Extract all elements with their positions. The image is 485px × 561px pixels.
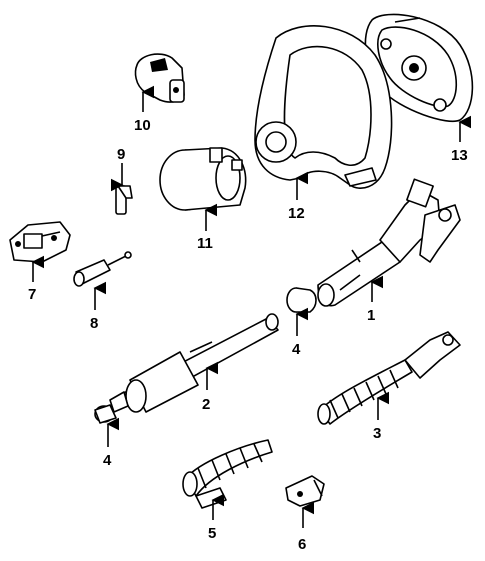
steering-wheel-part-12 (254, 25, 393, 189)
callout-8: 8 (90, 315, 98, 332)
callout-3: 3 (373, 425, 381, 442)
lock-cylinder-part-11 (159, 147, 247, 211)
bushing-upper-part-4 (286, 287, 317, 313)
lower-shaft-part-5 (182, 439, 273, 509)
callout-11: 11 (197, 235, 213, 252)
intermediate-shaft-part-3 (317, 331, 461, 425)
callout-1: 1 (367, 307, 375, 324)
leader-lines (31, 85, 472, 528)
pin-part-9 (115, 185, 133, 215)
callout-4-lower: 4 (103, 452, 112, 469)
callout-6: 6 (298, 536, 306, 553)
callout-9: 9 (117, 146, 125, 163)
callout-7: 7 (28, 286, 36, 303)
steering-shaft-part-2 (109, 313, 279, 413)
switch-assembly-part-7 (9, 221, 71, 263)
callout-2: 2 (202, 396, 210, 413)
callout-10: 10 (134, 117, 151, 134)
clamp-part-6 (285, 475, 325, 507)
column-housing-part-1 (317, 178, 461, 307)
sensor-part-8 (73, 251, 132, 287)
callout-5: 5 (208, 525, 216, 542)
callout-4-upper: 4 (292, 341, 301, 358)
callout-12: 12 (288, 205, 305, 222)
callout-13: 13 (451, 147, 468, 164)
airbag-module-part-13 (364, 13, 474, 122)
